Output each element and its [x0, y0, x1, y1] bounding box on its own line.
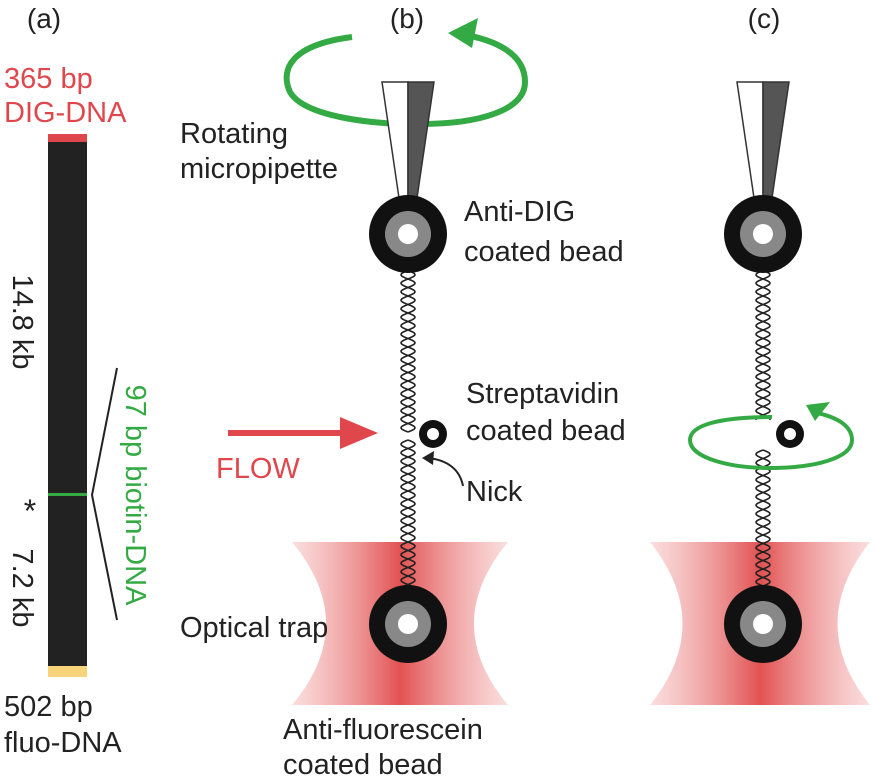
dna-tether-lower-strand2 [400, 439, 416, 591]
dna-tether-c-lower-strand2 [755, 449, 771, 591]
nick-label: Nick [466, 476, 523, 508]
optical-trap-beam [292, 542, 400, 705]
panel-label-b: (b) [390, 3, 424, 34]
antifluo-label-line2: coated bead [283, 749, 443, 781]
micropipette-right [407, 81, 435, 199]
dna-tether-c-lower [755, 449, 771, 591]
flow-arrow-head [340, 417, 378, 449]
rotating-label-line2: micropipette [180, 153, 338, 185]
nick-pointer-head [422, 451, 434, 465]
rotating-label-line1: Rotating [180, 118, 288, 150]
biotin-dna-segment [48, 493, 87, 496]
dig-dna-label: DIG-DNA [4, 97, 127, 129]
dna-tether-lower [400, 439, 416, 591]
micropipette-left [381, 81, 409, 199]
streptavidin-label-line1: Streptavidin [466, 378, 619, 410]
dna-tether-c-upper [755, 261, 771, 421]
length-lower-label: 7.2 kb [6, 549, 38, 628]
dna-tether-upper-strand2 [400, 261, 416, 433]
optical-trap-beam-right [400, 542, 508, 705]
anti-dig-bead [369, 195, 447, 273]
anti-dig-bead-c [724, 195, 802, 273]
flow-label: FLOW [216, 453, 300, 485]
fluo-dna-length: 502 bp [4, 691, 93, 723]
dna-tether-c-upper-strand2 [755, 261, 771, 421]
micropipette-c-right [762, 81, 790, 199]
nick-pointer [427, 457, 464, 487]
panel-label-c: (c) [748, 3, 781, 34]
streptavidin-bead-c [776, 420, 804, 448]
dig-dna-segment [48, 134, 87, 143]
antifluo-label-line1: Anti-fluorescein [283, 714, 483, 746]
dna-construct-bar [48, 142, 87, 667]
biotin-callout-lines [90, 367, 118, 621]
antidig-label-line1: Anti-DIG [464, 196, 575, 228]
streptavidin-label-line2: coated bead [466, 415, 626, 447]
asterisk-marker: * [24, 493, 36, 529]
panel-label-a: (a) [27, 3, 61, 34]
antidig-label-line2: coated bead [464, 236, 624, 268]
dig-dna-length: 365 bp [4, 63, 93, 95]
fluo-dna-label: fluo-DNA [4, 727, 122, 759]
optical-trap-beam-c [650, 542, 760, 705]
anti-fluorescein-bead [369, 585, 447, 663]
bead-rotation-arrow [687, 410, 855, 471]
biotin-dna-label: 97 bp biotin-DNA [119, 385, 151, 606]
rotation-arrow-head [448, 18, 478, 48]
streptavidin-bead [419, 420, 447, 448]
optical-trap-beam-c-right [760, 542, 870, 705]
micropipette-c-left [736, 81, 764, 199]
optical-trap-label: Optical trap [180, 612, 328, 644]
anti-fluorescein-bead-c [724, 585, 802, 663]
bead-rotation-arrow-head [806, 402, 830, 421]
length-upper-label: 14.8 kb [6, 274, 38, 369]
fluo-dna-segment [48, 666, 87, 677]
